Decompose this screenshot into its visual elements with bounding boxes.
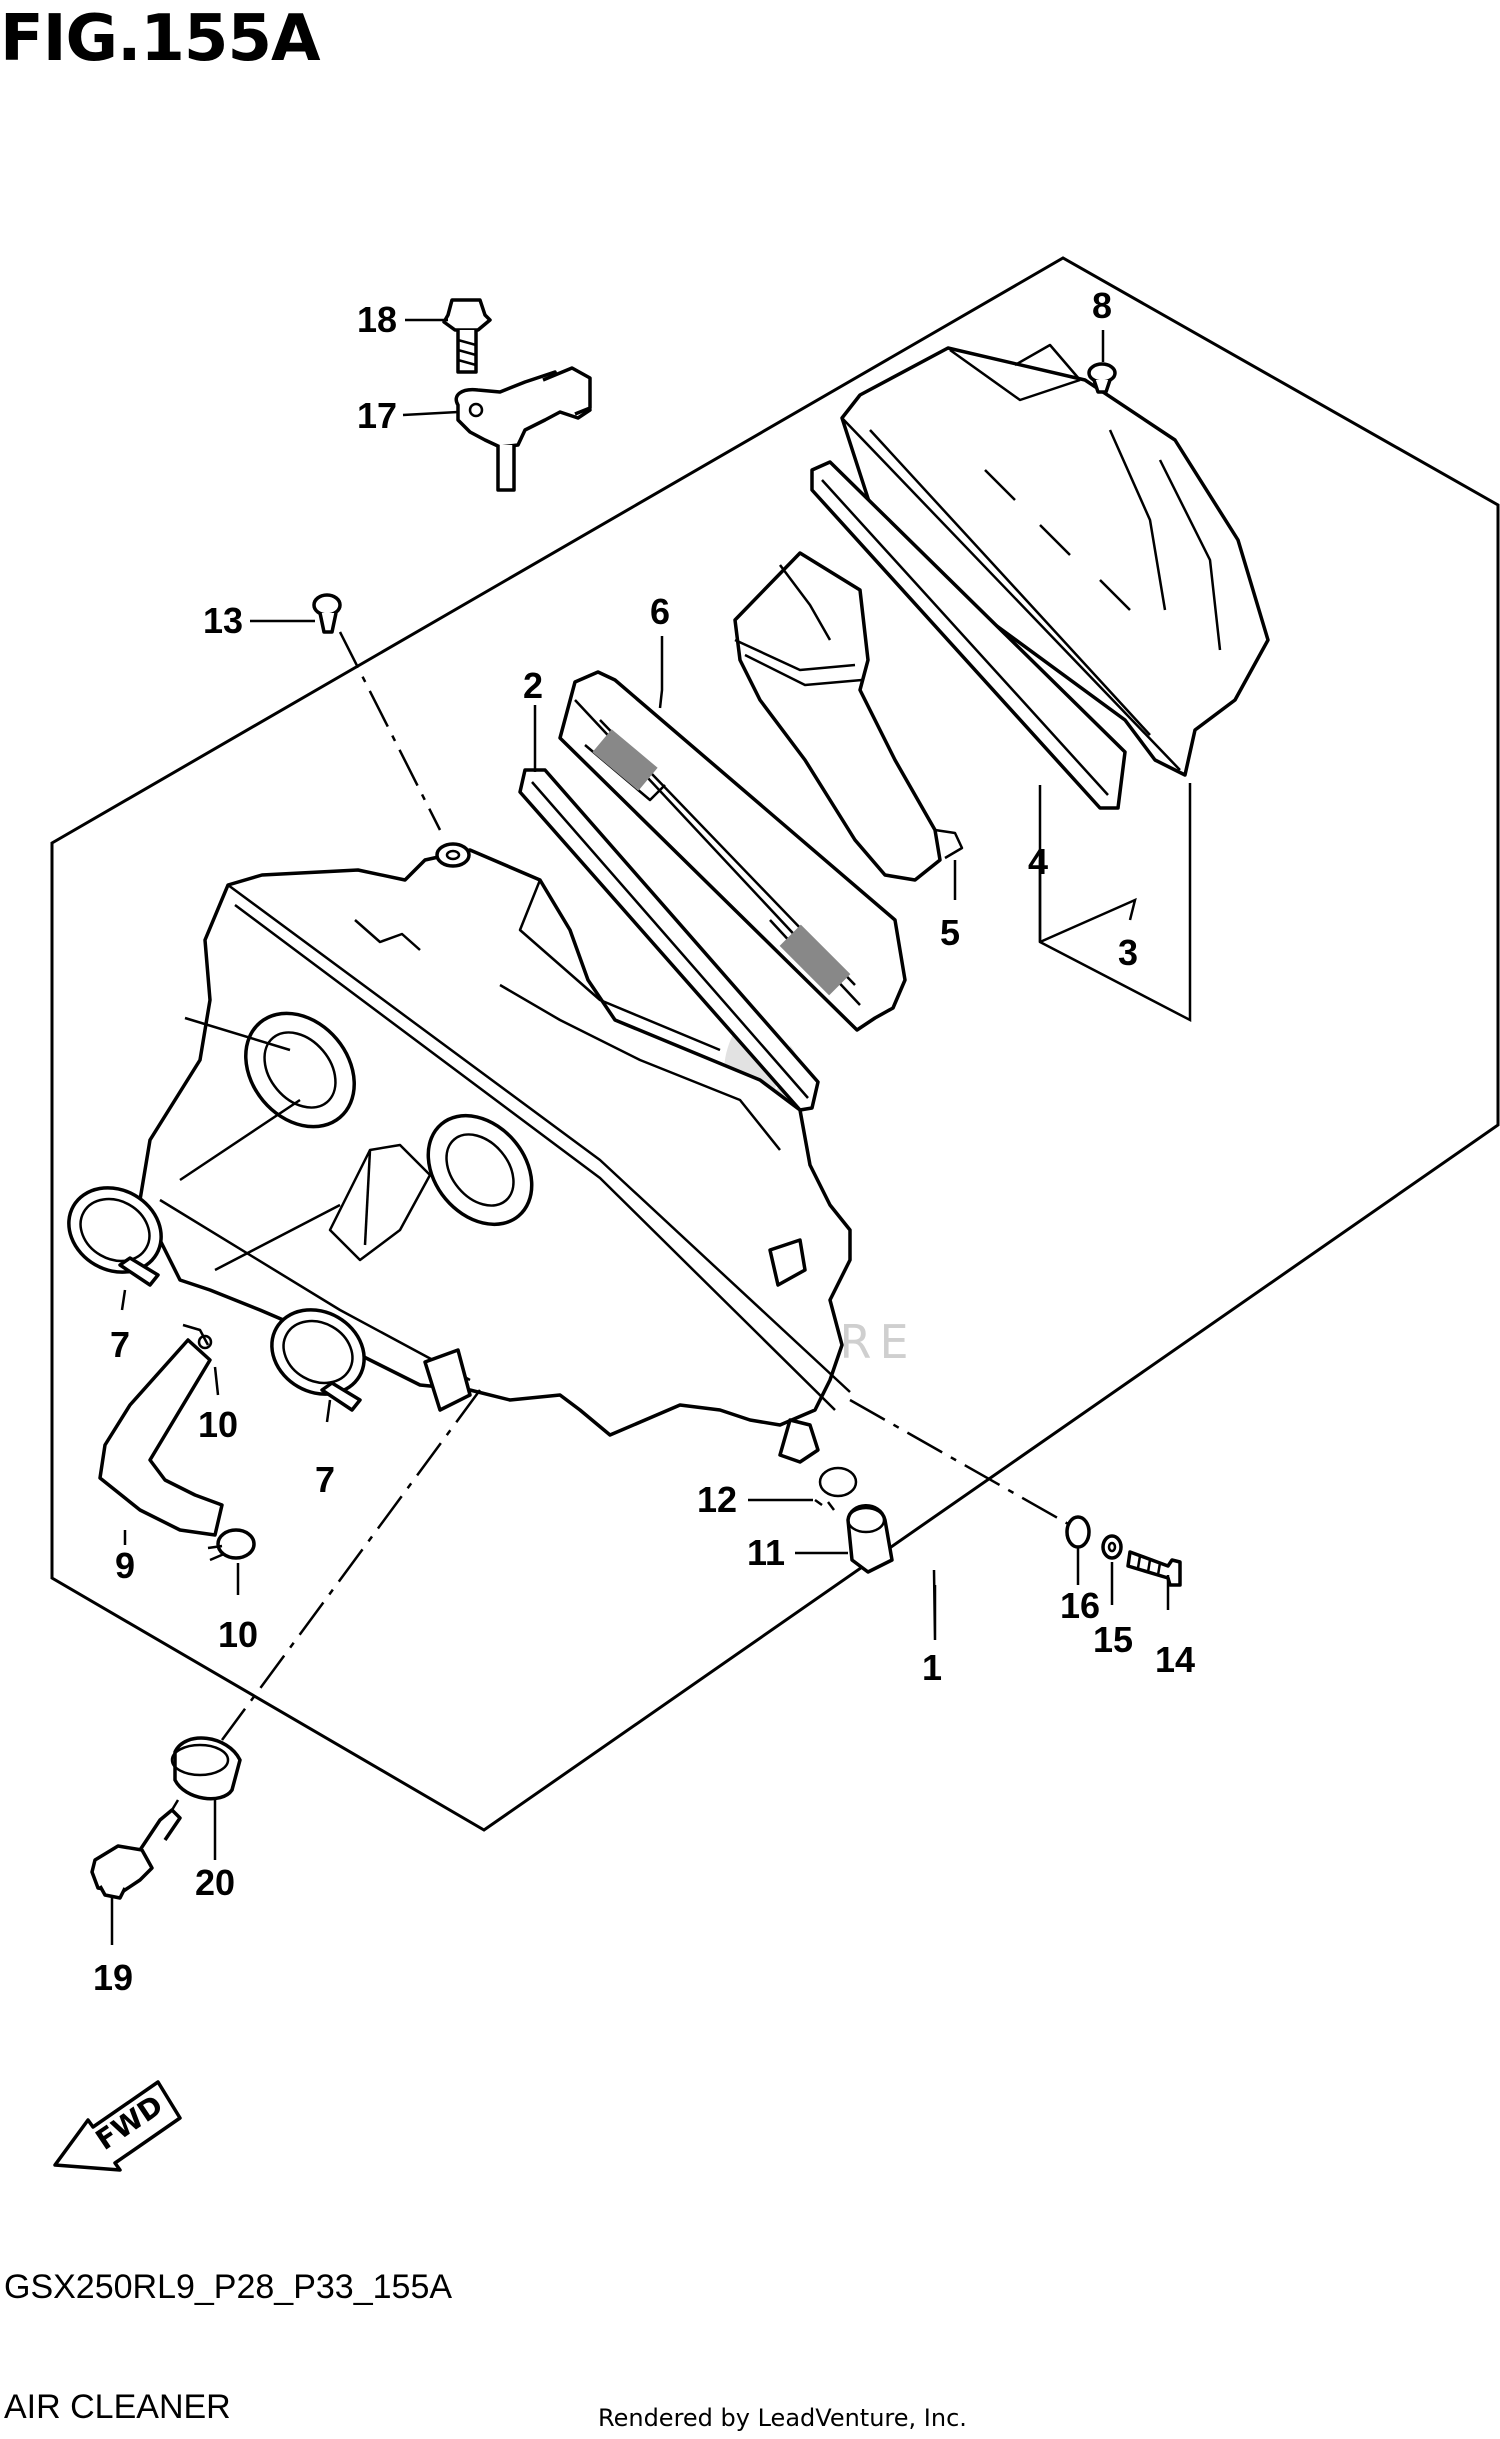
callout-1: 1: [922, 1647, 942, 1688]
callout-6: 6: [650, 591, 670, 632]
hose-clip-upper: [182, 1323, 213, 1350]
drain-hose: [98, 1338, 224, 1537]
clamp-right: [270, 1308, 366, 1412]
callout-9: 9: [115, 1545, 135, 1586]
model-code: GSX250RL9_P28_P33_155A: [4, 2268, 453, 2306]
callout-5: 5: [940, 912, 960, 953]
intake-duct: [733, 551, 964, 882]
callout-7-left: 7: [110, 1324, 130, 1365]
bolt-13: [312, 593, 342, 634]
clamp-left: [67, 1186, 163, 1287]
callout-labels: 18 17 13 8 6 2 4 3 5 1 14 15 16 12 11 7 …: [93, 285, 1195, 1998]
drain-plug: [846, 1504, 894, 1574]
callout-14: 14: [1155, 1639, 1195, 1680]
callout-17: 17: [357, 395, 397, 436]
element-seal: [518, 768, 820, 1112]
grommet-16: [1065, 1515, 1091, 1549]
grommet-20: [170, 1736, 242, 1801]
case-boots: [244, 1011, 534, 1227]
callout-11: 11: [747, 1532, 785, 1573]
bolt-14: [1126, 1550, 1182, 1587]
callout-19: 19: [93, 1957, 133, 1998]
callout-16: 16: [1060, 1585, 1100, 1626]
screw-8: [1087, 362, 1117, 394]
drain-clip: [814, 1466, 858, 1511]
callout-18: 18: [357, 299, 397, 340]
callout-8: 8: [1092, 285, 1112, 326]
callout-4: 4: [1028, 841, 1048, 882]
forward-arrow-icon: FWD: [53, 2080, 182, 2172]
callout-15: 15: [1093, 1619, 1133, 1660]
callout-20: 20: [195, 1862, 235, 1903]
cap-gasket: [810, 460, 1127, 810]
callout-13: 13: [203, 600, 243, 641]
sensor-17: [454, 366, 592, 492]
callout-3: 3: [1118, 932, 1138, 973]
alignment-lines: [220, 631, 1071, 1741]
callout-7-right: 7: [315, 1459, 335, 1500]
callout-10-lower: 10: [218, 1614, 258, 1655]
rendered-by-credit: Rendered by LeadVenture, Inc.: [598, 2404, 967, 2432]
washer-15: [1101, 1534, 1123, 1560]
assembly-outline: [50, 256, 1500, 1832]
hose-clip-lower: [207, 1528, 256, 1562]
bolt-18: [442, 298, 492, 374]
callout-10-upper: 10: [198, 1404, 238, 1445]
callout-12: 12: [697, 1479, 737, 1520]
callout-2: 2: [523, 665, 543, 706]
leader-lines: [110, 318, 1192, 1945]
air-cleaner-element: [558, 670, 907, 1032]
section-name: AIR CLEANER: [4, 2388, 231, 2426]
figure-title: FIG.155A: [0, 2, 320, 76]
sensor-19: [90, 1799, 182, 1900]
